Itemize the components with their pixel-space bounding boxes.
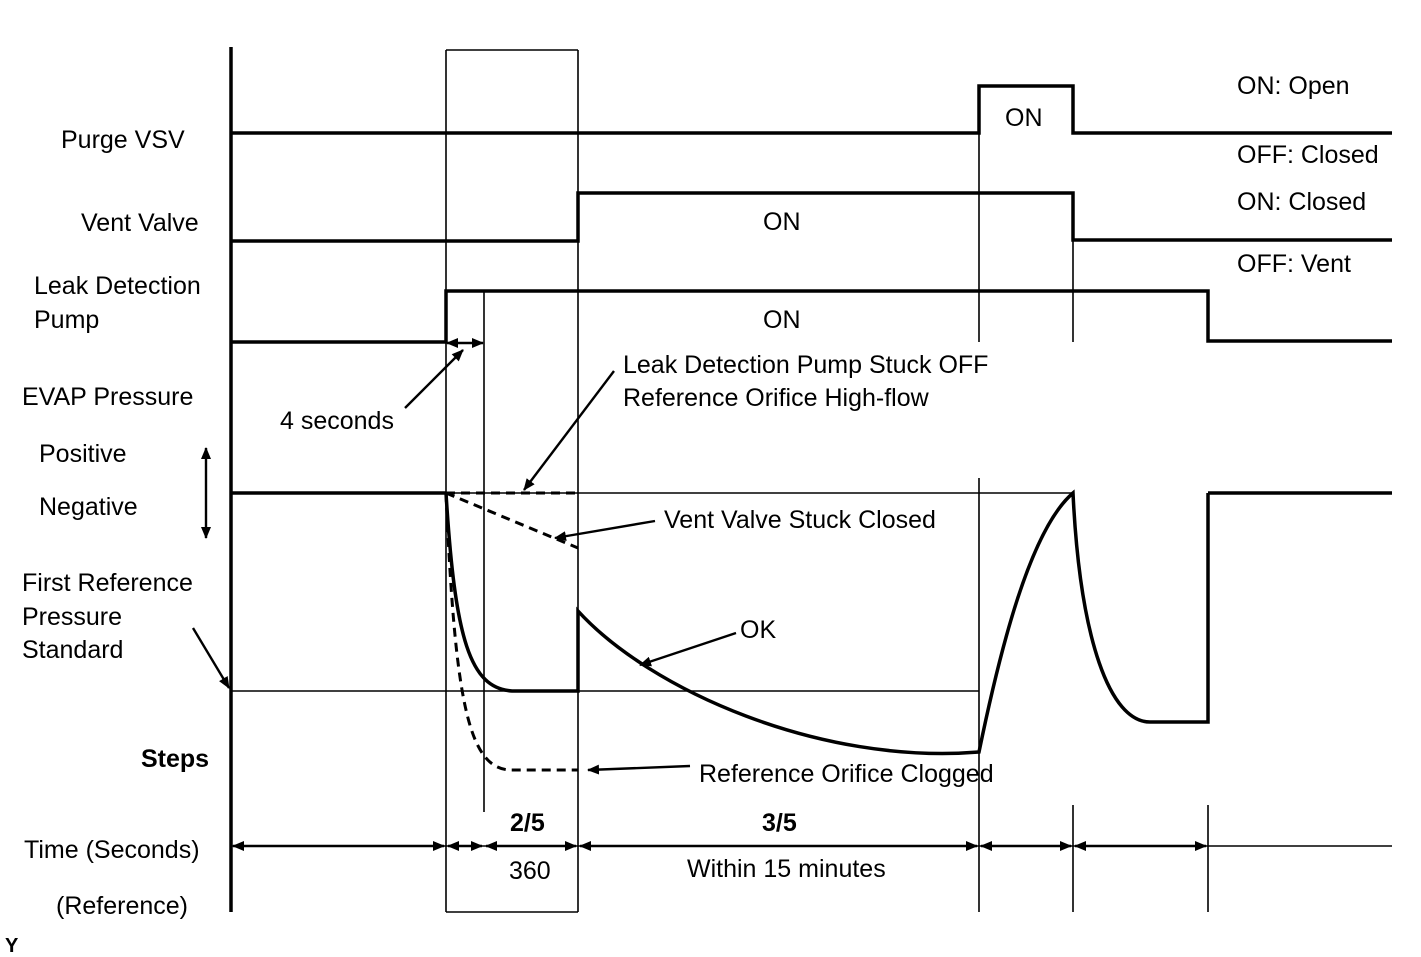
leak-pump-label-line2: Pump [34, 306, 99, 334]
first-reference-pointer [191, 627, 231, 689]
purge-off-legend: OFF: Closed [1237, 141, 1379, 169]
vent-valve-label: Vent Valve [81, 209, 199, 237]
purge-vsv-label: Purge VSV [61, 126, 185, 154]
ok-pointer [639, 631, 737, 667]
first-reference-label-line3: Standard [22, 636, 123, 664]
first-reference-label-line1: First Reference [22, 569, 193, 597]
reference-label: (Reference) [56, 892, 188, 920]
pump-stuck-pointer [523, 370, 615, 491]
negative-label: Negative [39, 493, 138, 521]
orifice-clogged-label: Reference Orifice Clogged [699, 760, 994, 788]
first-reference-label-line2: Pressure [22, 603, 122, 631]
four-seconds-label: 4 seconds [280, 407, 394, 435]
vent-stuck-pointer [554, 519, 656, 542]
vent-on-legend: ON: Closed [1237, 188, 1366, 216]
purge-on-label: ON [1005, 104, 1043, 132]
positive-label: Positive [39, 440, 127, 468]
steps-label: Steps [141, 745, 209, 773]
step-3-duration: Within 15 minutes [687, 855, 886, 883]
evap-pressure-label: EVAP Pressure [22, 383, 193, 411]
purge-on-legend: ON: Open [1237, 72, 1350, 100]
four-seconds-pointer [404, 349, 464, 409]
step-2-duration: 360 [509, 857, 551, 885]
step-2-label: 2/5 [510, 809, 545, 837]
pump-stuck-label-line1: Leak Detection Pump Stuck OFF [623, 351, 988, 379]
vent-stuck-curve [445, 491, 579, 550]
pump-on-label: ON [763, 306, 801, 334]
leak-pump-signal [231, 289, 1392, 344]
step-3-label: 3/5 [762, 809, 797, 837]
vent-valve-signal [231, 191, 1392, 243]
leak-pump-label-line1: Leak Detection [34, 272, 201, 300]
ok-label: OK [740, 616, 776, 644]
vent-stuck-label: Vent Valve Stuck Closed [664, 506, 936, 534]
pump-stuck-label-line2: Reference Orifice High-flow [623, 384, 930, 412]
corner-mark: Y [5, 935, 19, 957]
time-label: Time (Seconds) [24, 836, 200, 864]
vent-on-label: ON [763, 208, 801, 236]
vent-off-legend: OFF: Vent [1237, 250, 1351, 278]
orifice-clogged-pointer [587, 764, 691, 775]
ok-pressure-curve [444, 489, 1210, 756]
orifice-clogged-curve [444, 492, 578, 772]
purge-vsv-signal [231, 84, 1392, 135]
